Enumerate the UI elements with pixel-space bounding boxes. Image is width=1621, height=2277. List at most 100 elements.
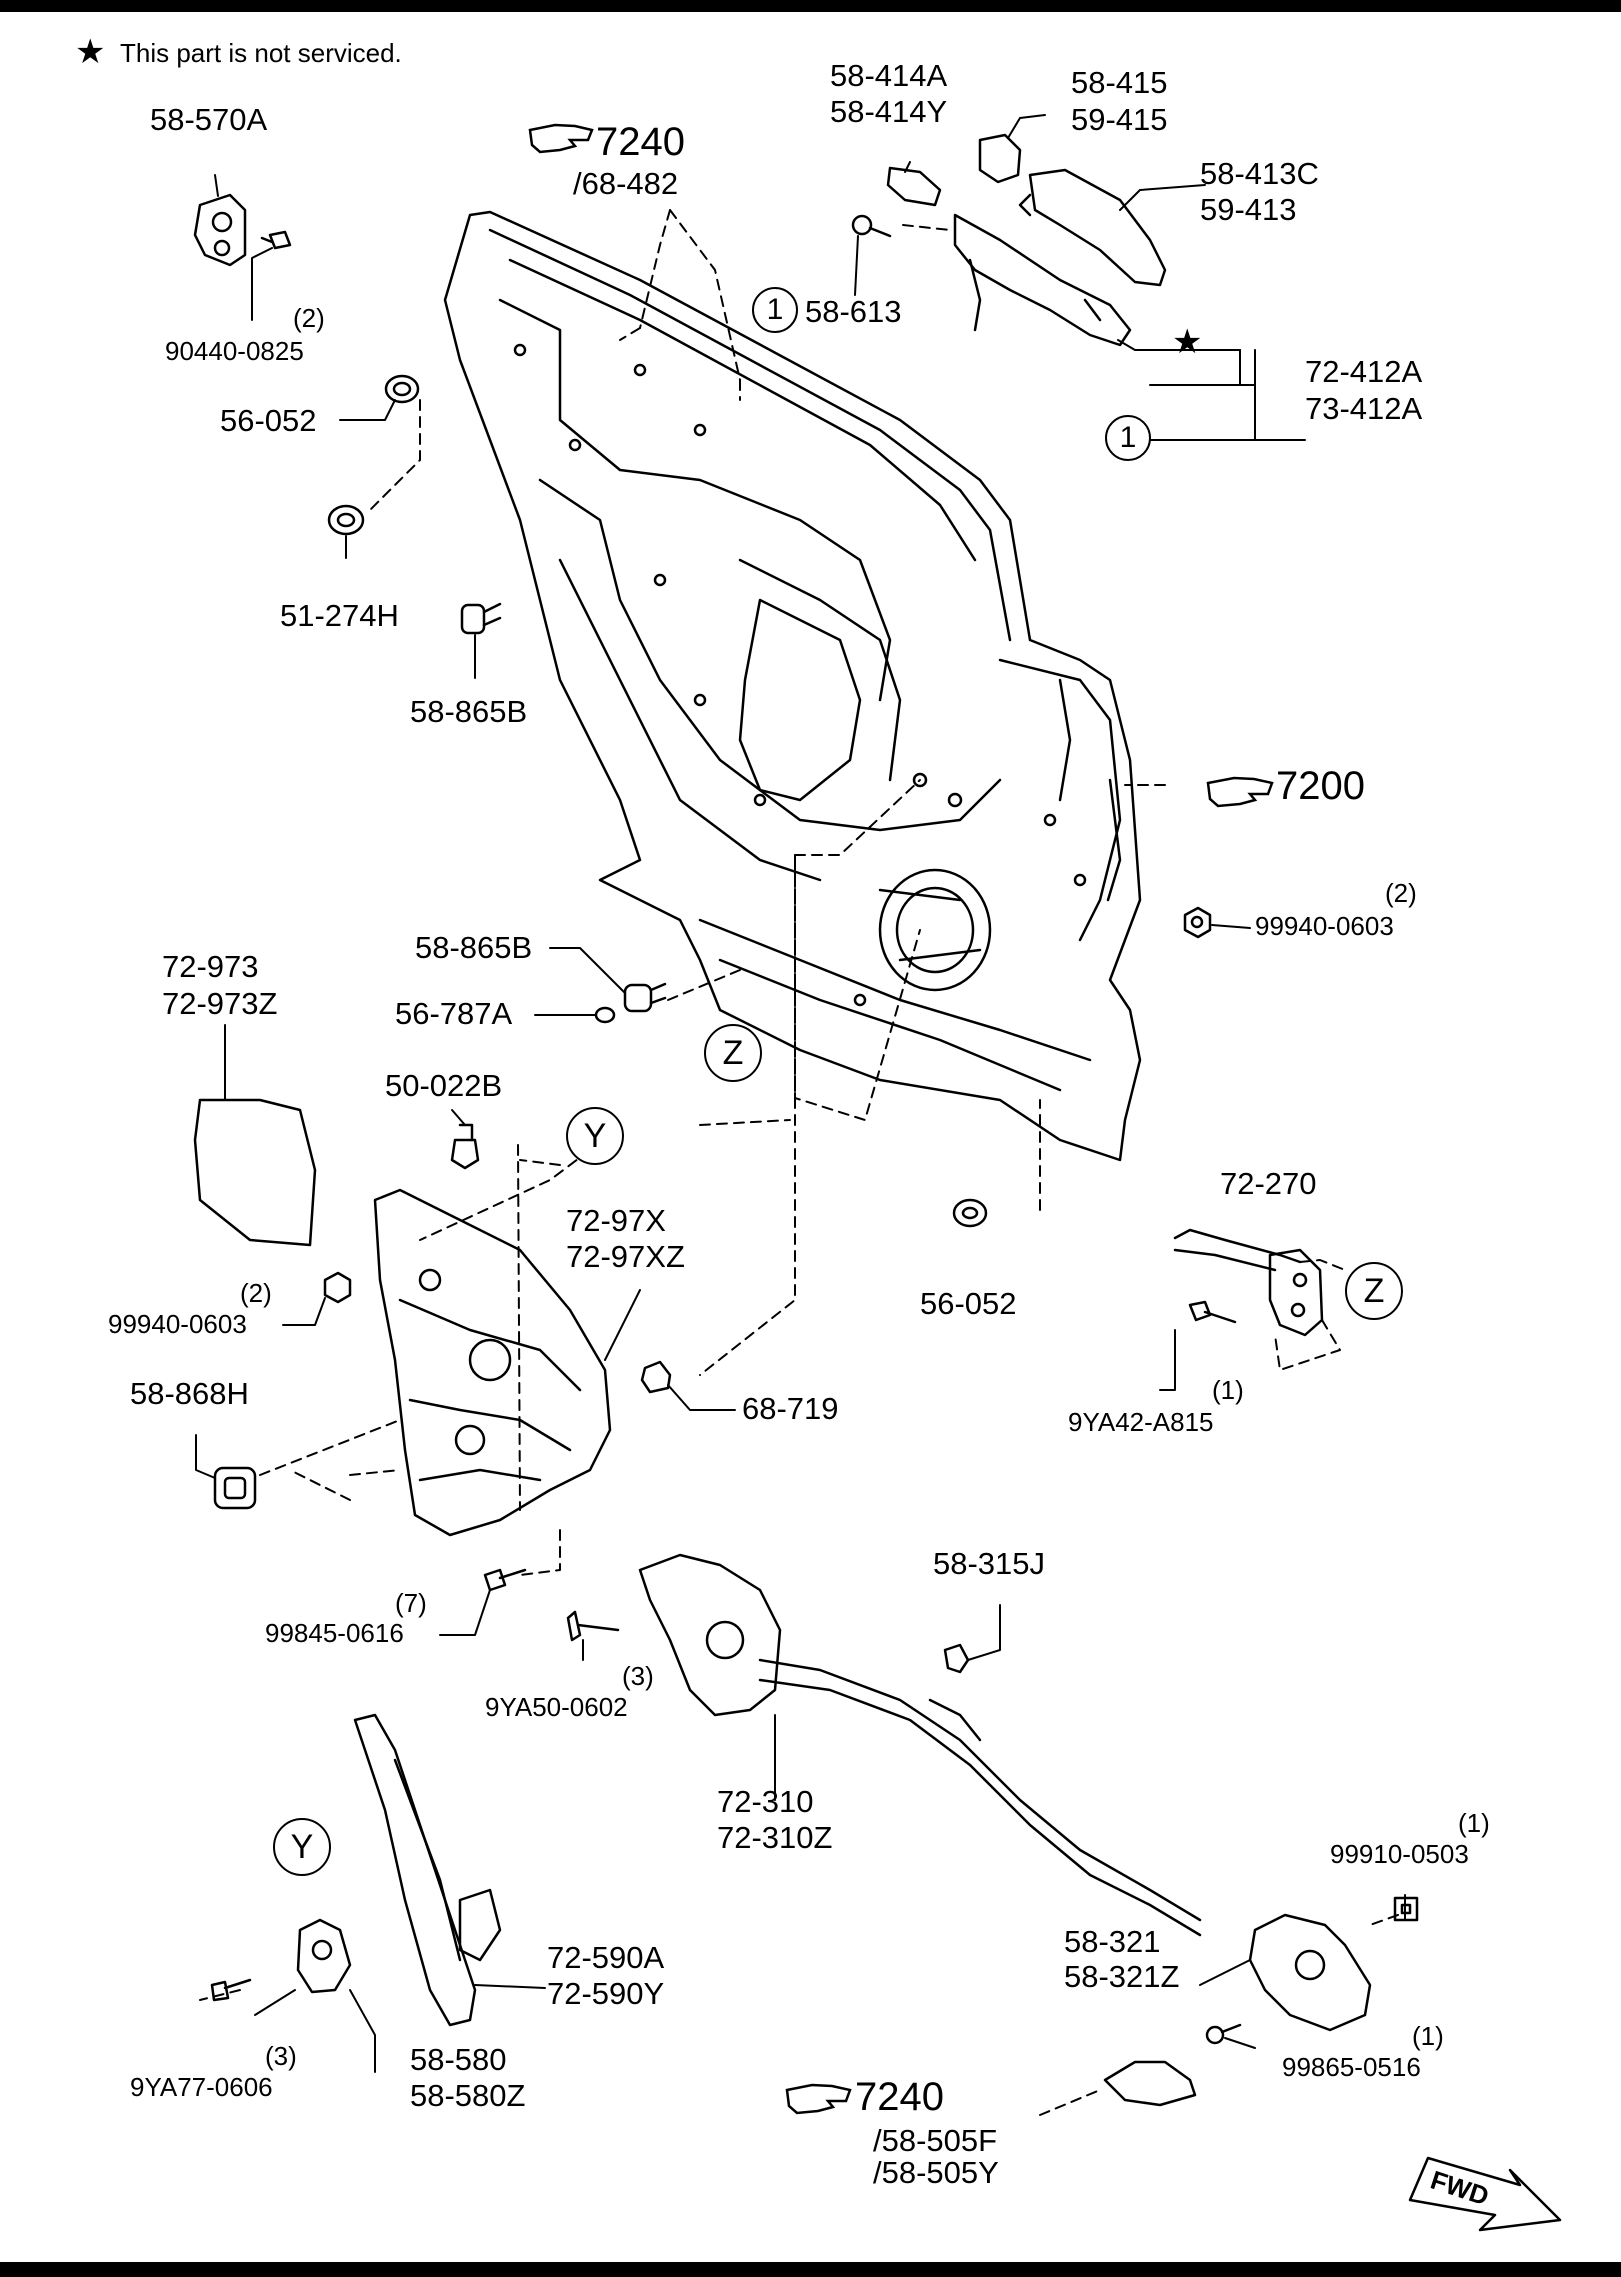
part-50-022B-drawing bbox=[450, 1123, 480, 1170]
ref-7240-top[interactable]: 7240 bbox=[596, 120, 685, 164]
part-9YA77-0606-drawing bbox=[210, 1978, 252, 2002]
part-label[interactable]: 90440-0825 bbox=[165, 336, 304, 366]
not-serviced-note: This part is not serviced. bbox=[120, 38, 402, 68]
part-58-415-drawing bbox=[978, 133, 1022, 184]
part-72-973-drawing bbox=[193, 1098, 317, 1247]
part-56-052-mid-drawing bbox=[952, 1198, 988, 1228]
part-label[interactable]: 99865-0516 bbox=[1282, 2052, 1421, 2082]
part-label[interactable]: 56-787A bbox=[395, 996, 513, 1031]
part-quantity: (2) bbox=[240, 1278, 272, 1308]
part-label[interactable]: 58-865B bbox=[415, 930, 533, 965]
part-label[interactable]: 99940-0603 bbox=[1255, 911, 1394, 941]
part-label[interactable]: 58-415 bbox=[1071, 65, 1168, 100]
part-9YA50-0602-drawing bbox=[566, 1610, 620, 1642]
part-72-412A-drawing bbox=[953, 213, 1132, 347]
part-label[interactable]: 72-270 bbox=[1220, 1166, 1317, 1201]
part-label[interactable]: 72-412A bbox=[1305, 354, 1423, 389]
part-label[interactable]: 72-97X bbox=[566, 1203, 666, 1238]
part-label[interactable]: 58-321 bbox=[1064, 1924, 1161, 1959]
callout-1-marker: 1 bbox=[752, 287, 798, 333]
part-label[interactable]: 72-97XZ bbox=[566, 1239, 685, 1274]
callout-z-marker: Z bbox=[1345, 1262, 1403, 1320]
part-label[interactable]: 72-973Z bbox=[162, 986, 278, 1021]
part-72-270-drawing bbox=[1173, 1228, 1324, 1337]
part-label[interactable]: 58-865B bbox=[410, 694, 528, 729]
part-56-787A-drawing bbox=[594, 1006, 616, 1024]
star-icon: ★ bbox=[75, 32, 106, 72]
part-label[interactable]: 51-274H bbox=[280, 598, 399, 633]
part-label[interactable]: 72-973 bbox=[162, 949, 259, 984]
part-72-590A-drawing bbox=[353, 1713, 502, 2027]
part-72-310-drawing bbox=[638, 1553, 1202, 1937]
part-label[interactable]: 72-310 bbox=[717, 1784, 814, 1819]
part-label[interactable]: 72-310Z bbox=[717, 1820, 833, 1855]
ref-7240-bottom-sub1: /58-505F bbox=[873, 2123, 998, 2158]
part-label[interactable]: 58-315J bbox=[933, 1546, 1046, 1581]
callout-y-marker: Y bbox=[566, 1107, 624, 1165]
part-label[interactable]: 58-414A bbox=[830, 58, 948, 93]
part-label[interactable]: 99845-0616 bbox=[265, 1618, 404, 1648]
part-label[interactable]: 58-321Z bbox=[1064, 1959, 1180, 1994]
ref-7200[interactable]: 7200 bbox=[1276, 764, 1365, 808]
part-quantity: (1) bbox=[1412, 2021, 1444, 2051]
part-99845-0616-drawing bbox=[483, 1568, 527, 1592]
part-label[interactable]: 58-413C bbox=[1200, 156, 1319, 191]
part-label[interactable]: 59-413 bbox=[1200, 192, 1297, 227]
door-shell-drawing bbox=[443, 210, 1142, 1162]
callout-z-marker: Z bbox=[704, 1024, 762, 1082]
part-label[interactable]: 99910-0503 bbox=[1330, 1839, 1469, 1869]
part-quantity: (1) bbox=[1458, 1808, 1490, 1838]
part-58-315J-drawing bbox=[943, 1643, 970, 1674]
part-quantity: (2) bbox=[1385, 878, 1417, 908]
part-72-97X-drawing bbox=[373, 1188, 612, 1537]
part-quantity: (1) bbox=[1212, 1375, 1244, 1405]
hand-pointer-icon bbox=[1206, 776, 1274, 808]
ref-7240-bottom[interactable]: 7240 bbox=[855, 2075, 944, 2119]
leader-lines bbox=[195, 114, 1406, 2073]
part-58-570A-drawing bbox=[193, 193, 292, 267]
part-label[interactable]: 9YA77-0606 bbox=[130, 2072, 273, 2102]
part-68-719-drawing bbox=[640, 1360, 672, 1394]
hand-pointer-icon bbox=[785, 2083, 852, 2115]
part-label[interactable]: 9YA50-0602 bbox=[485, 1692, 628, 1722]
part-label[interactable]: 50-022B bbox=[385, 1068, 503, 1103]
ref-7240-top-sub: /68-482 bbox=[573, 166, 679, 201]
part-51-274H-drawing bbox=[327, 504, 365, 536]
part-label[interactable]: 9YA42-A815 bbox=[1068, 1407, 1214, 1437]
part-label[interactable]: 99940-0603 bbox=[108, 1309, 247, 1339]
part-58-580-drawing bbox=[296, 1918, 352, 1994]
part-label[interactable]: 58-570A bbox=[150, 102, 268, 137]
callout-1-marker: 1 bbox=[1105, 415, 1151, 461]
part-56-052-top-drawing bbox=[384, 374, 420, 404]
part-label[interactable]: 72-590A bbox=[547, 1940, 665, 1975]
part-label[interactable]: 68-719 bbox=[742, 1391, 839, 1426]
part-58-413C-drawing bbox=[1018, 168, 1167, 287]
part-99865-0516-drawing bbox=[1205, 2023, 1242, 2045]
part-58-321-drawing bbox=[1248, 1913, 1372, 2032]
part-label[interactable]: 59-415 bbox=[1071, 102, 1168, 137]
part-label[interactable]: 56-052 bbox=[220, 403, 317, 438]
ref-7240-bottom-sub2: /58-505Y bbox=[873, 2155, 999, 2190]
part-58-414A-drawing bbox=[886, 166, 942, 207]
dashed-guide-lines bbox=[199, 209, 1399, 2116]
part-58-865B-top-drawing bbox=[460, 602, 502, 635]
part-label[interactable]: 58-414Y bbox=[830, 94, 948, 129]
part-99940-0603-right-drawing bbox=[1183, 906, 1212, 939]
part-quantity: (3) bbox=[265, 2041, 297, 2071]
bottom-border-bar bbox=[0, 2262, 1621, 2277]
part-label[interactable]: 58-580 bbox=[410, 2042, 507, 2077]
part-label[interactable]: 56-052 bbox=[920, 1286, 1017, 1321]
part-label[interactable]: 58-613 bbox=[805, 294, 902, 329]
part-label[interactable]: 73-412A bbox=[1305, 391, 1423, 426]
part-label[interactable]: 58-868H bbox=[130, 1376, 249, 1411]
part-quantity: (3) bbox=[622, 1661, 654, 1691]
top-border-bar bbox=[0, 0, 1621, 12]
callout-y-marker: Y bbox=[273, 1818, 331, 1876]
part-9YA42-A815-drawing bbox=[1188, 1300, 1237, 1324]
part-label[interactable]: 72-590Y bbox=[547, 1976, 665, 2011]
part-58-868H-drawing bbox=[213, 1466, 257, 1510]
part-label[interactable]: 58-580Z bbox=[410, 2078, 526, 2113]
not-serviced-star-icon: ★ bbox=[1172, 322, 1203, 362]
